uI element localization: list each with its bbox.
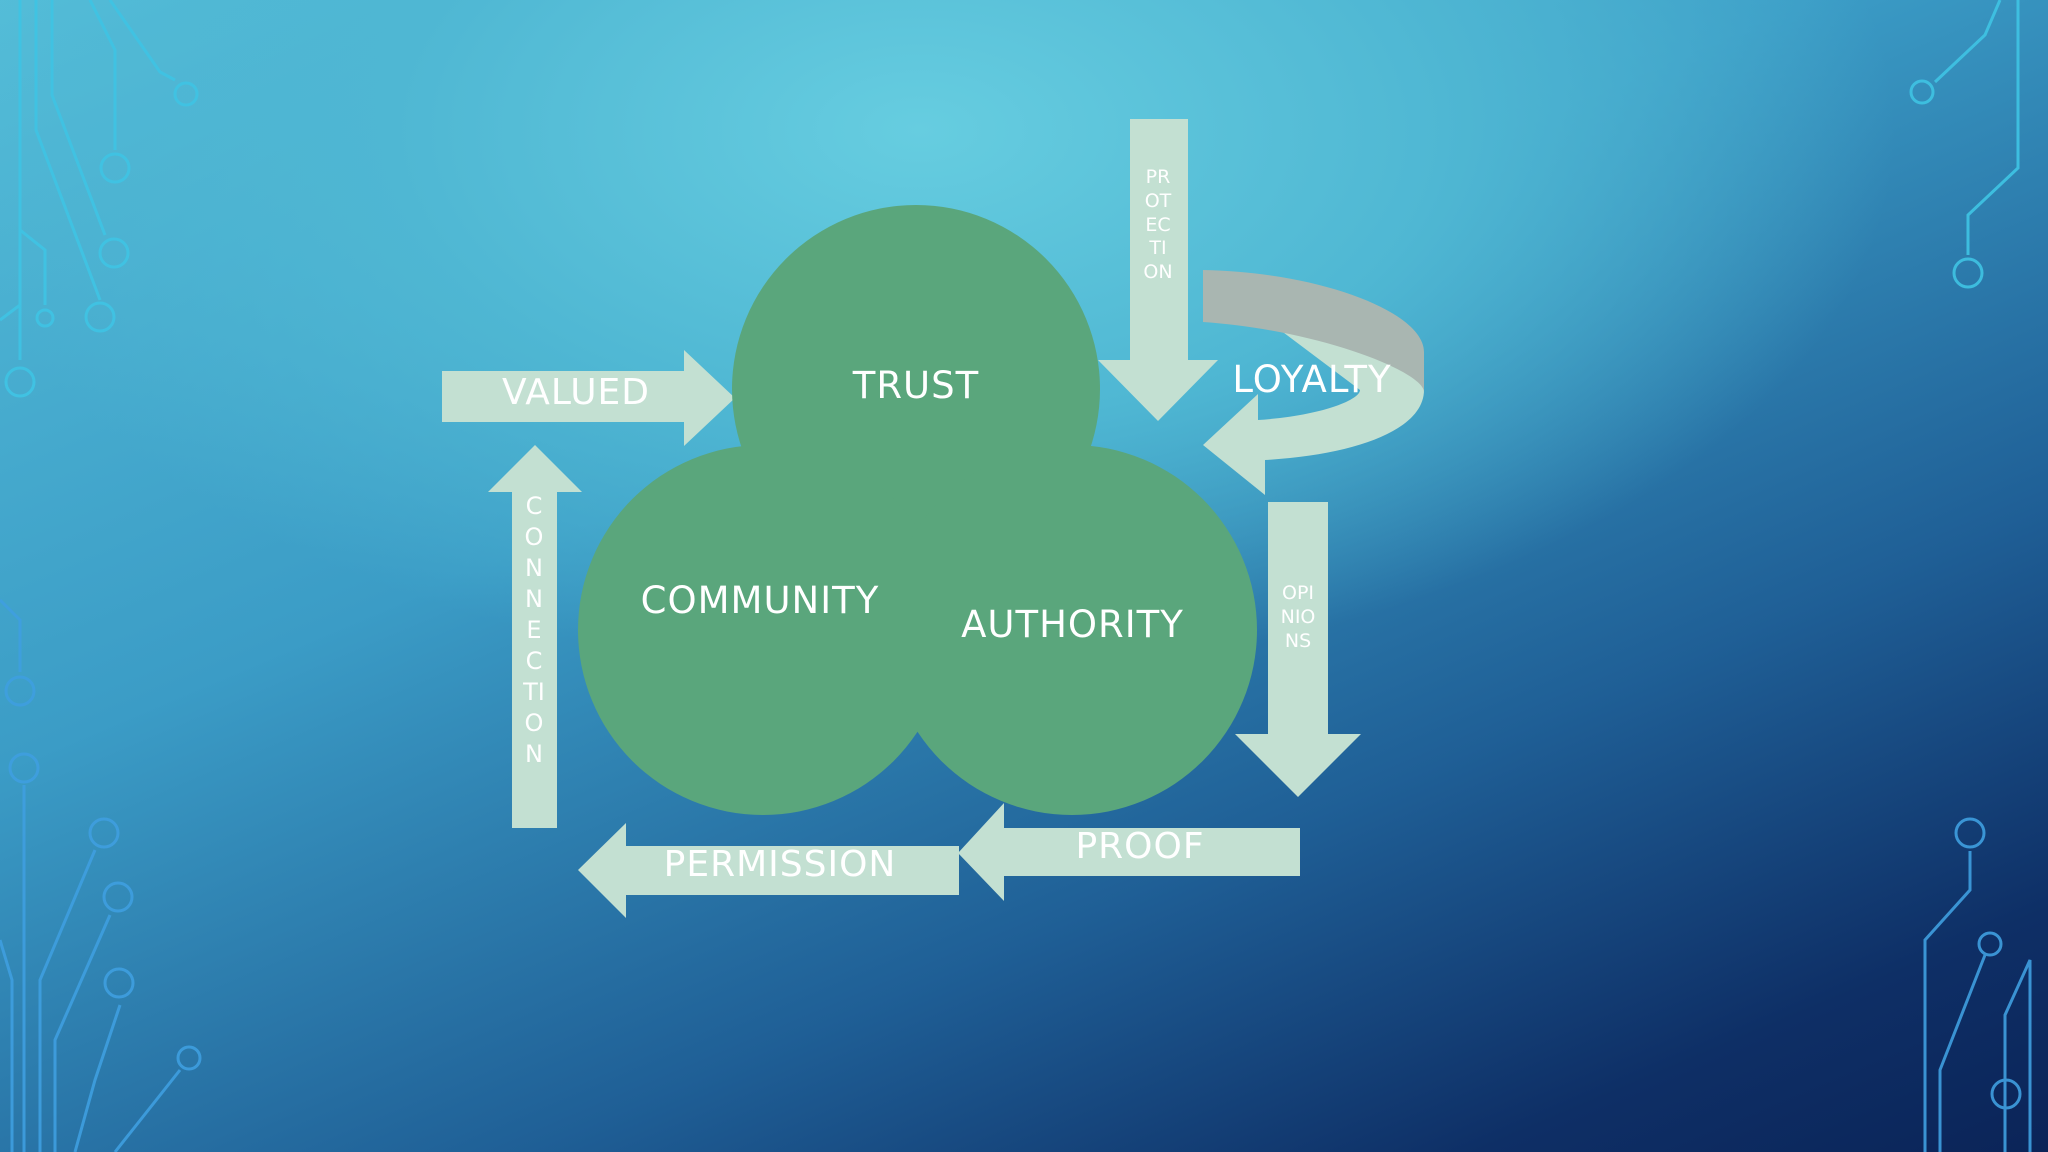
- opinions-label: OPINIONS: [1280, 582, 1316, 652]
- circuit-decoration-top-left: [0, 0, 199, 398]
- loyalty-label: LOYALTY: [1232, 358, 1392, 401]
- authority-circle: [887, 445, 1257, 815]
- valued-label: VALUED: [501, 372, 651, 413]
- circuit-decoration-bottom-right: [1923, 817, 2032, 1152]
- permission-arrow: [578, 823, 959, 918]
- permission-label: PERMISSION: [663, 844, 897, 885]
- circuit-decoration-bottom-left: [0, 598, 202, 1152]
- connection-label: CONNECTION: [523, 492, 545, 768]
- opinions-arrow: [1235, 502, 1361, 797]
- authority-label: AUTHORITY: [961, 603, 1184, 646]
- community-circle: [578, 445, 948, 815]
- connection-arrow: [488, 445, 582, 828]
- proof-label: PROOF: [1075, 826, 1205, 867]
- circuit-decoration-top-right: [1909, 0, 2020, 289]
- loyalty-arrow-top: [1203, 270, 1424, 392]
- protection-label: PROTECTION: [1143, 166, 1173, 283]
- protection-arrow: [1098, 119, 1218, 421]
- proof-arrow: [958, 803, 1300, 901]
- community-label: COMMUNITY: [640, 579, 880, 622]
- trust-label: TRUST: [852, 364, 980, 407]
- valued-arrow: [442, 350, 735, 446]
